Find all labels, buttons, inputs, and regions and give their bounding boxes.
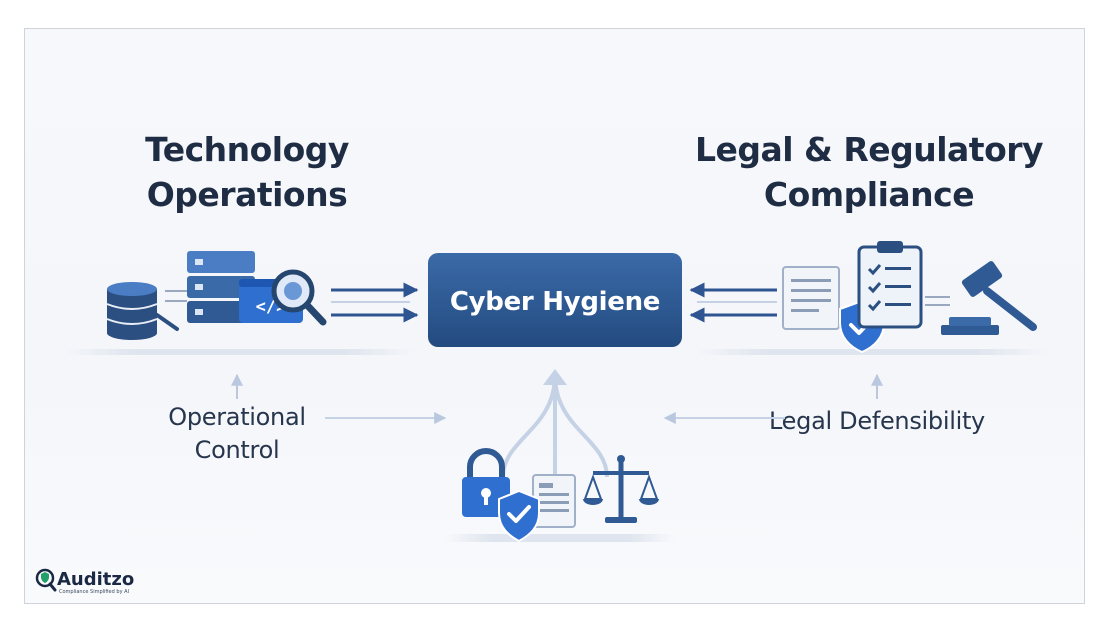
database-icon — [106, 282, 179, 340]
gavel-icon — [925, 261, 1037, 335]
right-heading: Legal & Regulatory Compliance — [695, 130, 1044, 214]
magnifier-icon — [271, 269, 327, 326]
diagram-canvas: Technology Operations Legal & Regulatory… — [24, 28, 1085, 604]
left-heading-line-2: Operations — [147, 175, 348, 214]
upward-flow-arrows — [501, 369, 609, 489]
right-heading-line-1: Legal & Regulatory — [695, 130, 1043, 169]
diagram-svg: Technology Operations Legal & Regulatory… — [35, 130, 1047, 595]
right-shelf-shadow — [697, 349, 1047, 355]
cyber-hygiene-node: Cyber Hygiene — [428, 253, 682, 347]
auditzo-logo: Auditzo Compliance Simplified by AI — [35, 568, 134, 595]
bottom-document-icon — [532, 474, 576, 528]
server-icon — [165, 251, 255, 323]
operational-control-label: Operational Control — [168, 403, 306, 464]
left-heading: Technology Operations — [145, 130, 349, 214]
right-heading-line-2: Compliance — [764, 175, 974, 214]
document-icon — [782, 266, 840, 330]
left-heading-line-1: Technology — [145, 130, 349, 169]
center-node-label: Cyber Hygiene — [450, 287, 660, 317]
bottom-shelf-shadow — [445, 534, 675, 542]
left-shelf-shadow — [65, 349, 415, 355]
bottom-shield-check-icon — [498, 489, 540, 543]
left-label-line-2: Control — [195, 436, 280, 464]
legal-defensibility-label: Legal Defensibility — [769, 407, 985, 435]
scales-icon — [583, 455, 659, 523]
brand-name: Auditzo — [57, 569, 134, 590]
brand-tagline: Compliance Simplified by AI — [59, 589, 129, 595]
left-label-line-1: Operational — [168, 403, 306, 431]
clipboard-checklist-icon — [857, 241, 923, 329]
